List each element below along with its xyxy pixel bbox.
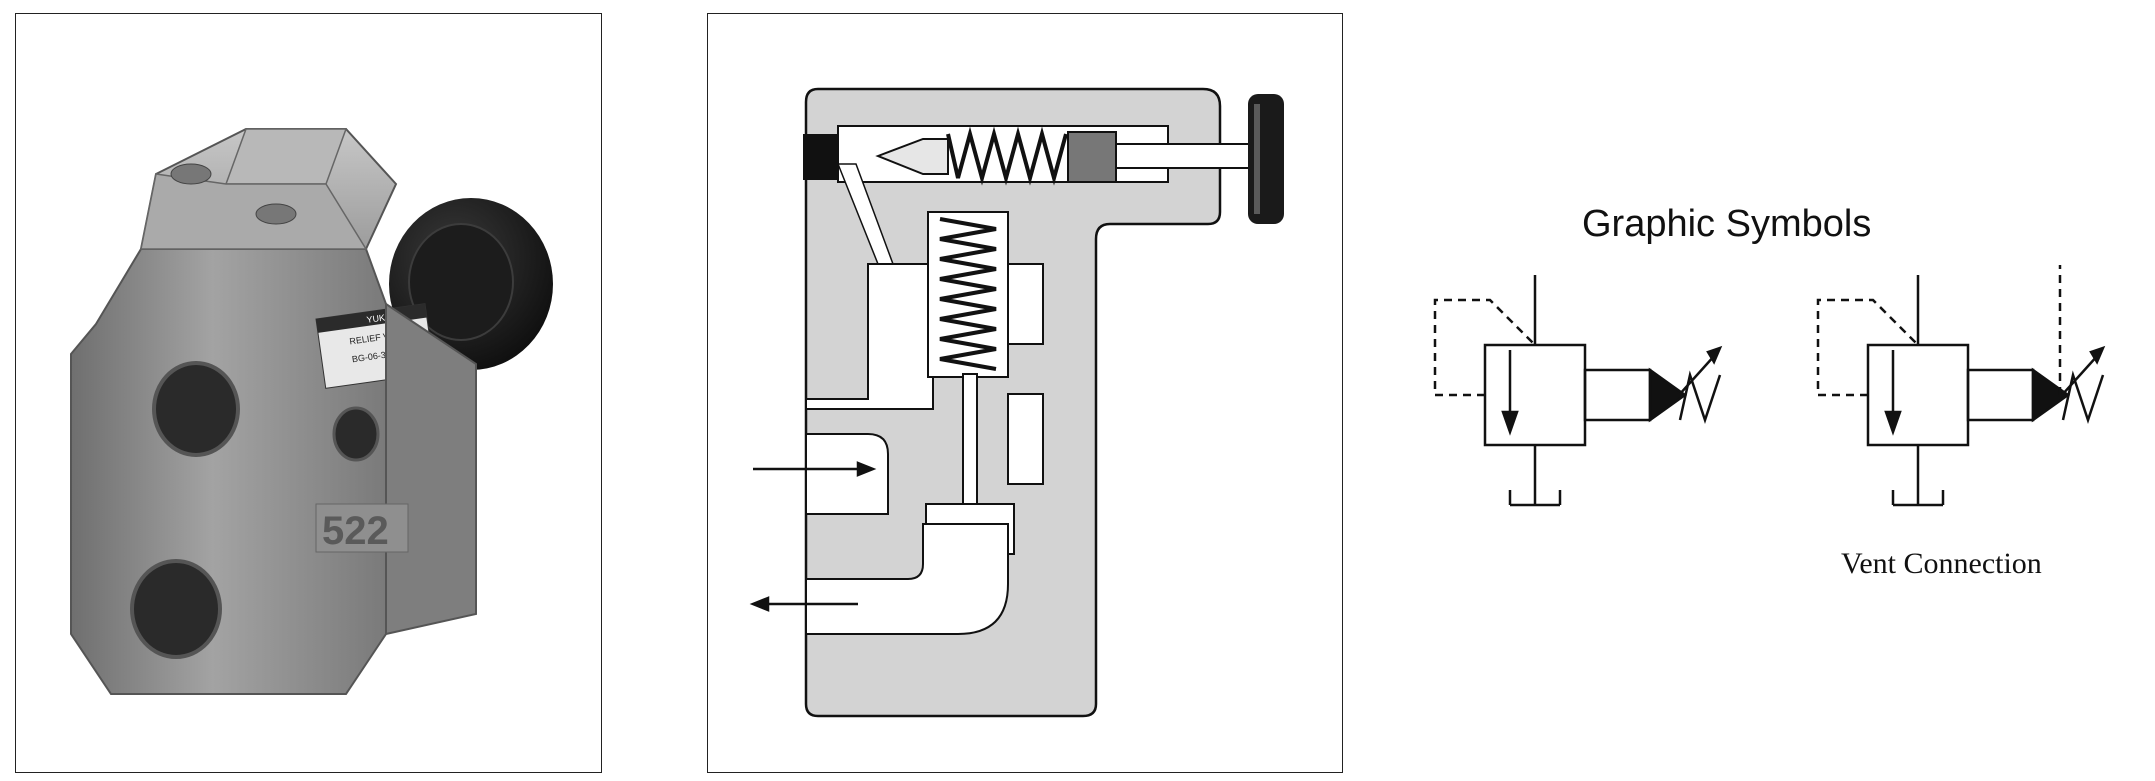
symbols-title: Graphic Symbols	[1582, 203, 1871, 245]
vent-connection-caption: Vent Connection	[1841, 547, 2042, 580]
valve-photo: YUKEN RELIEF VALVE BG-06-32 522	[70, 128, 553, 695]
relief-valve-vent-symbol	[1816, 265, 2106, 507]
cross-section-panel	[707, 13, 1343, 773]
graphic-symbols: Graphic Symbols Vent Connection	[1433, 203, 2106, 580]
cross-section-diagram	[749, 87, 1284, 718]
cast-number: 522	[322, 509, 389, 553]
relief-valve-symbol	[1433, 275, 1723, 507]
valve-photo-panel: YUKEN RELIEF VALVE BG-06-32 522	[15, 13, 602, 773]
